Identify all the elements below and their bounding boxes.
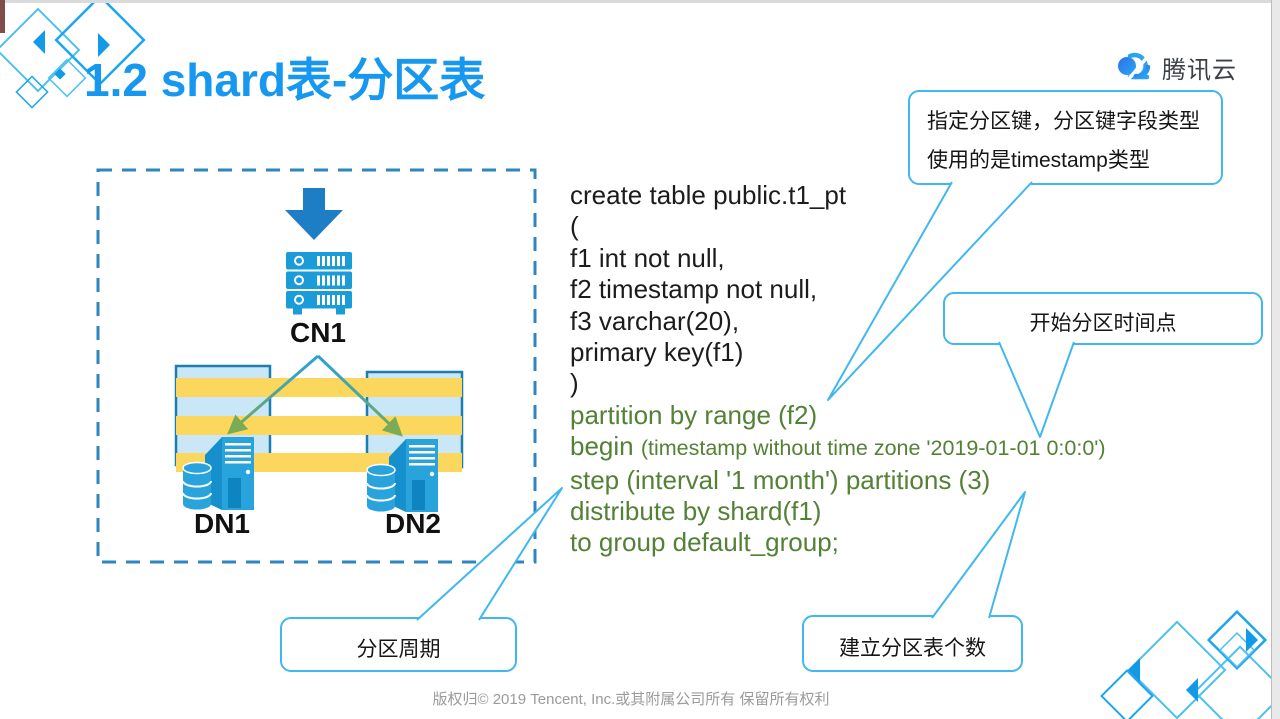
down-arrow-icon	[285, 188, 343, 240]
sql-begin-timestamp: (timestamp without time zone '2019-01-01…	[640, 436, 1106, 461]
screen-edge-right	[1271, 0, 1280, 719]
server-database-icon	[366, 439, 438, 512]
callout-period: 分区周期	[280, 617, 517, 672]
cn1-label: CN1	[289, 317, 347, 348]
callout-count-label: 建立分区表个数	[839, 637, 986, 660]
sql-line: f1 int not null,	[570, 242, 725, 273]
callout-partition-key: 指定分区键，分区键字段类型 使用的是timestamp类型	[908, 90, 1223, 185]
sql-line: create table public.t1_pt	[570, 180, 847, 210]
callout-partition-key-line2: 使用的是timestamp类型	[927, 149, 1150, 172]
copyright-footer: 版权归© 2019 Tencent, Inc.或其附属公司所有 保留所有权利	[432, 691, 830, 708]
screen-edge-corner	[0, 0, 5, 33]
sql-line: f3 varchar(20),	[570, 305, 740, 336]
sql-line: )	[570, 368, 579, 399]
callout-start-time: 开始分区时间点	[943, 292, 1263, 345]
callout-count: 建立分区表个数	[802, 615, 1023, 672]
dn2-label: DN2	[384, 508, 442, 539]
page-title: 1.2 shard表-分区表	[84, 54, 486, 106]
sql-line-partition: partition by range (f2)	[570, 399, 818, 430]
dn1-label: DN1	[193, 508, 251, 539]
sql-line: f2 timestamp not null,	[570, 274, 818, 305]
sql-code-block: create table public.t1_pt ( f1 int not n…	[570, 180, 1106, 559]
shard-table-left	[174, 364, 272, 467]
server-rack-icon	[286, 252, 352, 315]
shard-table-right	[365, 370, 464, 469]
sql-line-begin: begin (timestamp without time zone '2019…	[570, 431, 1106, 464]
tencent-cloud-icon	[1118, 52, 1151, 82]
sql-line: primary key(f1)	[570, 337, 744, 368]
cn-to-dn-arrows	[227, 354, 403, 437]
sql-line-togroup: to group default_group;	[570, 527, 839, 558]
sql-line-distribute: distribute by shard(f1)	[570, 496, 822, 527]
server-database-icon	[182, 437, 254, 510]
sql-line-step: step (interval '1 month') partitions (3)	[570, 464, 991, 495]
sql-begin-keyword: begin	[570, 431, 641, 462]
cluster-dashed-box	[96, 168, 537, 564]
sql-line: (	[570, 211, 579, 242]
screen-edge-top	[0, 0, 1280, 3]
callout-partition-key-line1: 指定分区键，分区键字段类型	[927, 110, 1200, 133]
callout-start-time-label: 开始分区时间点	[1029, 312, 1177, 335]
callout-period-label: 分区周期	[356, 638, 441, 661]
tencent-cloud-wordmark: 腾讯云	[1162, 57, 1237, 84]
partition-stripes	[176, 378, 462, 472]
